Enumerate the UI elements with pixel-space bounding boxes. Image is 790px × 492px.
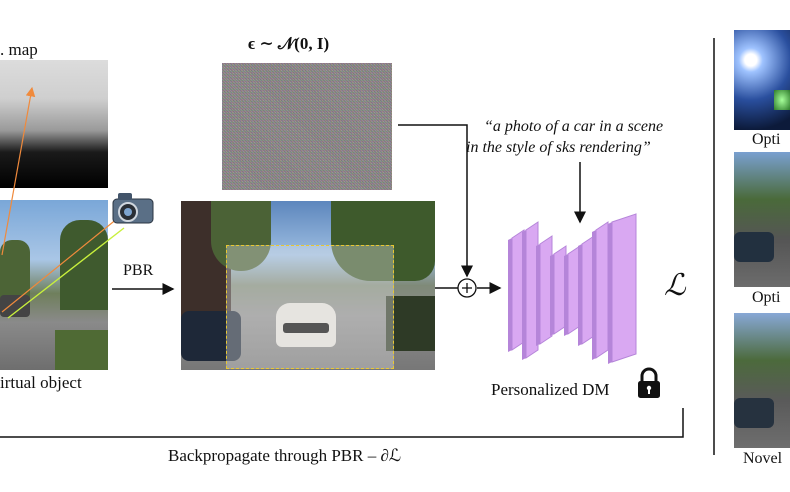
loss-symbol: ℒ <box>664 269 686 302</box>
backprop-label: Backpropagate through PBR – ∂ℒ <box>168 446 402 465</box>
right-label-optimized-scene: Opti <box>752 289 781 306</box>
noise-image <box>222 63 392 190</box>
scene-image-left <box>0 200 108 370</box>
dm-label: Personalized DM <box>491 380 610 399</box>
prompt-line-1: “a photo of a car in a scene <box>484 118 664 135</box>
right-image-optimized-scene <box>734 152 790 287</box>
pbr-label: PBR <box>123 262 154 279</box>
map-label: . map <box>0 40 38 59</box>
prompt-line-2: in the style of sks rendering” <box>466 139 651 156</box>
right-label-optimized-env: Opti <box>752 131 781 148</box>
noise-label: ϵ ∼ 𝒩(0, I) <box>248 34 330 53</box>
right-image-novel-scene <box>734 313 790 448</box>
right-label-novel-scene: Novel <box>743 450 783 467</box>
pbr-rendered-image <box>181 201 435 370</box>
right-image-optimized-env <box>734 30 790 130</box>
virtual-object-label: irtual object <box>0 373 82 392</box>
